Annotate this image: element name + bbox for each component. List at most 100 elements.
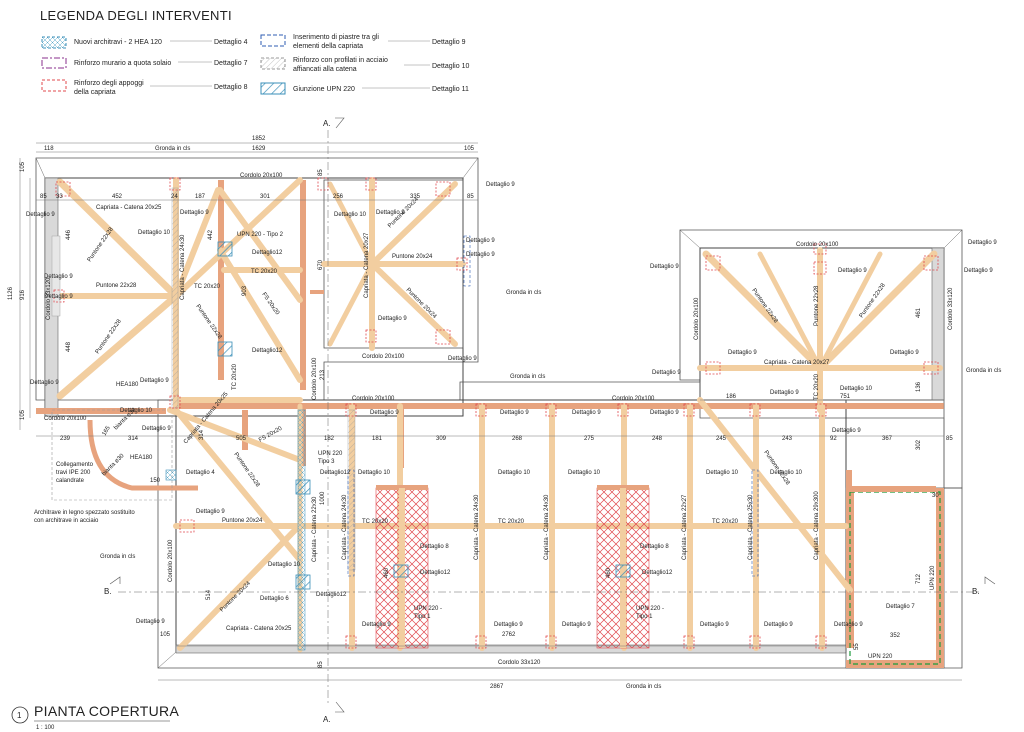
label-gronda-bottom: Gronda in cls	[626, 684, 661, 690]
giunzione-upn-5	[393, 564, 409, 578]
callout-dettaglio9-af: Dettaglio 9	[728, 350, 757, 356]
dim-314b: 314	[199, 429, 205, 440]
dim-256: 256	[333, 194, 344, 200]
dim-670: 670	[318, 259, 324, 270]
dim-105-left2: 105	[20, 409, 26, 420]
dim-181: 181	[372, 436, 383, 442]
section-b-right: B.	[972, 587, 980, 596]
label-tc-2: TC 20x20	[251, 269, 278, 275]
dim-105-top: 105	[464, 146, 475, 152]
giunzione-upn-1	[217, 241, 233, 257]
dim-367: 367	[882, 436, 893, 442]
dim-268: 268	[512, 436, 523, 442]
dim-243: 243	[782, 436, 793, 442]
dim-751: 751	[840, 394, 851, 400]
dim-105-left1: 105	[20, 161, 26, 172]
callout-dettaglio9-i: Dettaglio 9	[378, 316, 407, 322]
label-gronda-top: Gronda in cls	[155, 146, 190, 152]
label-capriata-mid-1: Capriata - Catena 22x30	[312, 496, 318, 562]
callout-dettaglio7: Dettaglio 7	[886, 604, 915, 610]
callout-dettaglio9-r: Dettaglio 9	[770, 390, 799, 396]
callout-dettaglio9-f: Dettaglio 9	[466, 252, 495, 258]
label-gronda-inner: Gronda in cls	[506, 290, 541, 296]
dim-92: 92	[830, 436, 837, 442]
label-gronda-mid: Gronda in cls	[510, 374, 545, 380]
label-capriata-bottom: Capriata - Catena 20x25	[226, 626, 292, 632]
label-capriata-mid-6: Capriata - Catena 25x30	[748, 494, 754, 560]
callout-dettaglio10-c: Dettaglio 10	[120, 408, 153, 414]
dim-24: 24	[171, 194, 178, 200]
plan-number-circle	[11, 706, 29, 724]
label-architrave-2: con architrave in acciaio	[34, 518, 99, 524]
callout-dettaglio9-k: Dettaglio 9	[30, 380, 59, 386]
label-upn-tipo1-a2: Tipo 1	[414, 614, 431, 620]
legend-swatch-architravi	[41, 36, 67, 49]
legend-label-rinforzo-murario: Rinforzo murario a quota solaio	[74, 60, 171, 67]
dim-55: 55	[854, 643, 860, 650]
callout-dettaglio10-d: Dettaglio 10	[358, 470, 391, 476]
legend-label-appoggi-2: della capriata	[74, 89, 116, 96]
dim-314a: 314	[128, 436, 139, 442]
dim-85-vert: 85	[318, 169, 324, 176]
label-upn220-br-v: UPN 220	[930, 565, 936, 590]
dim-239: 239	[60, 436, 71, 442]
dim-505: 505	[236, 436, 247, 442]
label-capriata-mid-3: Capriata - Catena 24x30	[474, 494, 480, 560]
callout-dettaglio9-y: Dettaglio 9	[700, 622, 729, 628]
label-fs-2: FS 20x20	[258, 425, 284, 443]
dim-165: 165	[102, 425, 113, 437]
dim-136: 136	[916, 381, 922, 392]
section-b-left: B.	[104, 587, 112, 596]
label-tc-1: TC 20x20	[194, 284, 221, 290]
section-a-bottom: A.	[323, 715, 331, 724]
legend-ref-dettaglio7: Dettaglio 7	[214, 60, 248, 67]
callout-dettaglio6: Dettaglio 6	[260, 596, 289, 602]
label-ipe-2: travi IPE 200	[56, 470, 91, 476]
callout-dettaglio9-w: Dettaglio 9	[494, 622, 523, 628]
label-cordolo-inner: Cordolo 20x100	[362, 354, 405, 360]
label-bianta-2: bianta ø30	[101, 453, 126, 478]
plan-scale: 1 : 100	[36, 725, 55, 731]
label-puntone-inner-2: Puntone 20x24	[392, 254, 433, 260]
dim-85-left: 85	[40, 194, 47, 200]
label-cordolo-top: Cordolo 20x100	[240, 173, 283, 179]
callout-dettaglio9-v: Dettaglio 9	[362, 622, 391, 628]
legend-title: LEGENDA DEGLI INTERVENTI	[40, 8, 232, 23]
dim-118: 118	[44, 146, 54, 152]
giunzione-upn-3	[295, 479, 311, 495]
label-capriata-v1: Capriata - Catena 24x30	[180, 234, 186, 300]
dim-187: 187	[195, 194, 206, 200]
callout-dettaglio9-ah: Dettaglio 9	[652, 370, 681, 376]
callout-dettaglio10-a: Dettaglio 10	[138, 230, 171, 236]
legend-swatch-profilati	[260, 57, 286, 70]
label-cordolo-right-v: Cordolo 20x100	[694, 297, 700, 340]
label-cordolo-v: Cordolo 20x100	[312, 357, 318, 400]
label-architrave-1: Architrave in legno spezzato sostituito	[34, 510, 135, 516]
dim-301: 301	[260, 194, 271, 200]
dim-352: 352	[890, 633, 901, 639]
dim-1000: 1000	[320, 491, 326, 505]
dim-461: 461	[916, 307, 922, 318]
callout-dettaglio12-b: Dettaglio12	[252, 348, 283, 354]
callout-dettaglio9-m: Dettaglio 9	[142, 426, 171, 432]
label-upn220-br: UPN 220	[868, 654, 893, 660]
callout-dettaglio9-l: Dettaglio 9	[140, 378, 169, 384]
dim-186: 186	[726, 394, 737, 400]
label-ipe-1: Collegamento	[56, 462, 94, 468]
dim-335: 335	[410, 194, 421, 200]
dimension-labels: 1852 118 1629 105 85 33 452 24 187 301 2…	[8, 136, 953, 690]
building-outline	[35, 157, 963, 669]
label-upn-tipo2: UPN 220 - Tipo 2	[237, 232, 284, 238]
label-puntone-1: Puntone 22x28	[87, 226, 115, 263]
callout-dettaglio9-ae: Dettaglio 9	[838, 268, 867, 274]
label-gronda-right: Gronda in cls	[966, 368, 1001, 374]
legend-label-piastre-1: Inserimento di piastre tra gli	[293, 34, 379, 41]
dim-514: 514	[206, 589, 212, 600]
label-cordolo-right-v2: Cordolo 33x120	[948, 287, 954, 330]
callout-dettaglio9-u: Dettaglio 9	[136, 619, 165, 625]
legend-label-giunzione: Giunzione UPN 220	[293, 86, 355, 93]
reinforcements	[51, 177, 939, 651]
label-puntone-right-2: Puntone 22x28	[814, 285, 820, 326]
label-tc-mid-3: TC 20x20	[712, 519, 739, 525]
callout-dettaglio9-o: Dettaglio 9	[500, 410, 529, 416]
